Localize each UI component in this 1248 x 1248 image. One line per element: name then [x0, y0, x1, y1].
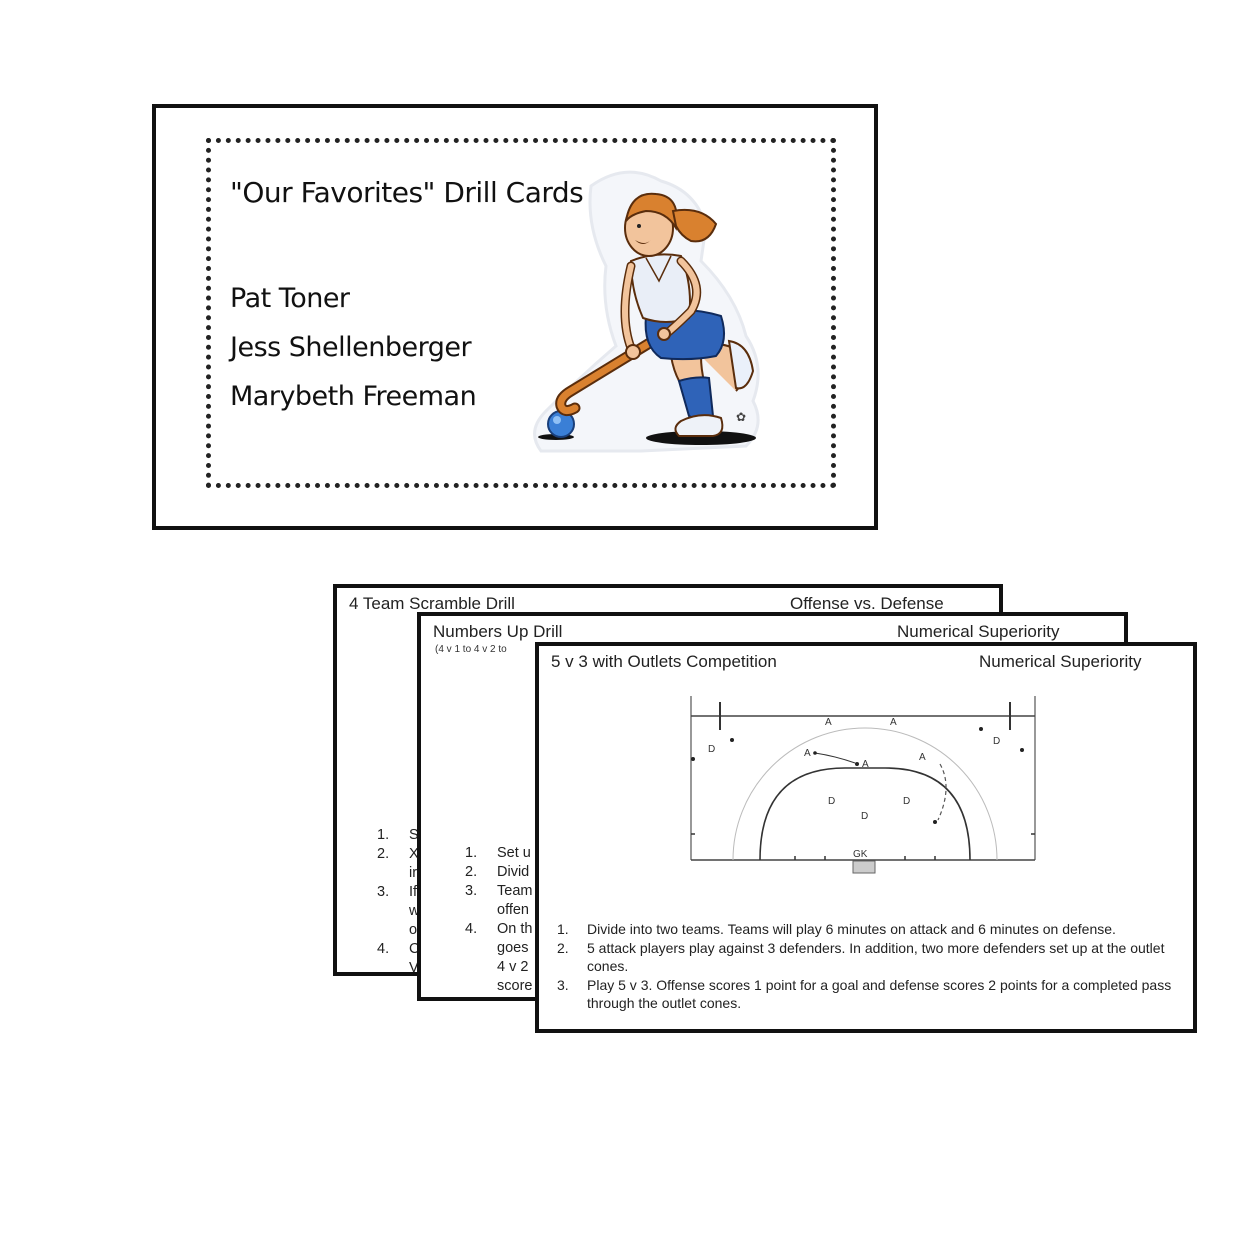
- step-item: 3.Play 5 v 3. Offense scores 1 point for…: [557, 976, 1172, 1012]
- step-item: offen: [497, 902, 529, 918]
- player-attacker: A: [825, 717, 832, 728]
- step-item: 2.5 attack players play against 3 defend…: [557, 939, 1165, 975]
- step-item: 2.Divid: [465, 864, 530, 880]
- step-item: o: [409, 922, 418, 938]
- player-defender: D: [708, 744, 715, 755]
- author-name: Jess Shellenberger: [230, 332, 472, 363]
- step-item: goes: [497, 940, 529, 956]
- step-item: score: [497, 978, 533, 994]
- drill-steps: 1.Set u 2.Divid 3.Team offen 4.On th goe…: [465, 844, 665, 996]
- drill-category: Offense vs. Defense: [790, 594, 944, 613]
- dotted-border: [206, 138, 836, 488]
- drill-subtitle: (4 v 1 to 4 v 2 to: [435, 644, 507, 655]
- field-diagram: A A A A A D D D D D GK: [690, 696, 1036, 874]
- drill-title: 5 v 3 with Outlets Competition: [551, 652, 777, 671]
- step-item: 3.If: [377, 884, 418, 900]
- step-item: ir: [409, 865, 418, 881]
- player-attacker: A: [890, 717, 897, 728]
- player-attacker: A: [804, 748, 811, 759]
- step-item: V: [409, 960, 419, 976]
- step-item: 4.C: [377, 941, 420, 957]
- author-name: Pat Toner: [230, 283, 350, 314]
- player-defender: D: [903, 796, 910, 807]
- goalkeeper: GK: [853, 849, 868, 860]
- step-item: 1.Divide into two teams. Teams will play…: [557, 921, 1116, 937]
- player-defender: D: [828, 796, 835, 807]
- author-list: Pat Toner Jess Shellenberger Marybeth Fr…: [230, 274, 477, 421]
- player-defender: D: [861, 811, 868, 822]
- field-hockey-player-illustration: ✿: [533, 170, 760, 453]
- drill-title: 4 Team Scramble Drill: [349, 594, 515, 613]
- step-item: 2.X: [377, 846, 419, 862]
- player-defender: D: [993, 736, 1000, 747]
- cover-card: "Our Favorites" Drill Cards Pat Toner Je…: [152, 104, 878, 530]
- author-name: Marybeth Freeman: [230, 381, 477, 412]
- drill-steps: 1.Divide into two teams. Teams will play…: [557, 920, 1177, 1013]
- cover-title: "Our Favorites" Drill Cards: [230, 176, 584, 209]
- svg-text:✿: ✿: [736, 410, 746, 424]
- step-item: 4.On th: [465, 921, 533, 937]
- drill-title: Numbers Up Drill: [433, 622, 563, 641]
- drill-card-5v3-outlets: 5 v 3 with Outlets Competition Numerical…: [535, 642, 1197, 1033]
- step-item: 1.S: [377, 827, 419, 843]
- step-item: 4 v 2: [497, 959, 529, 975]
- player-attacker: A: [862, 759, 869, 770]
- player-attacker: A: [919, 752, 926, 763]
- step-item: w: [409, 903, 420, 919]
- drill-steps: 1.S 2.X ir 3.If w o 4.C V: [377, 826, 577, 978]
- step-item: 1.Set u: [465, 845, 531, 861]
- step-item: 3.Team: [465, 883, 533, 899]
- drill-category: Numerical Superiority: [897, 622, 1060, 641]
- drill-category: Numerical Superiority: [979, 652, 1142, 671]
